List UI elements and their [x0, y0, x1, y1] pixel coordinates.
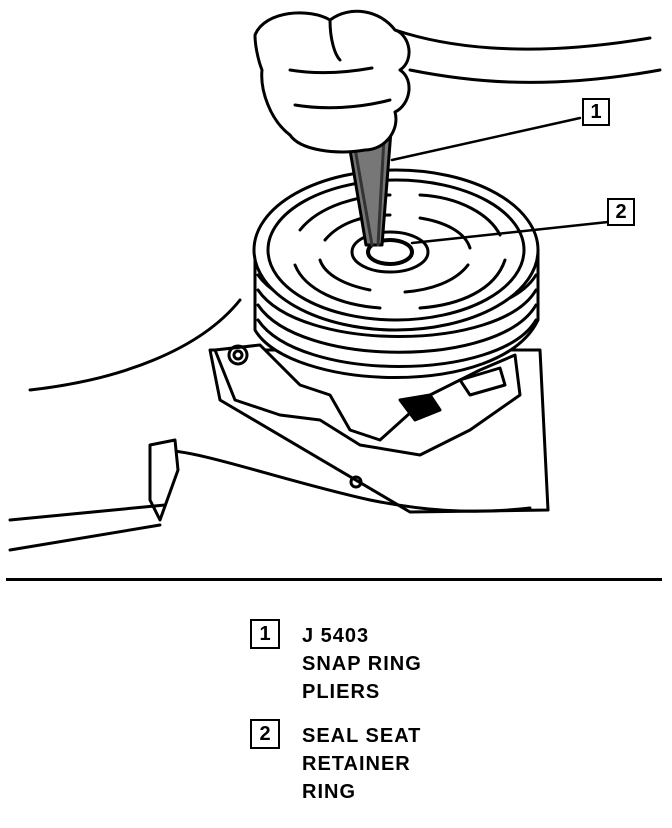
legend-1-line-2: SNAP RING [302, 653, 422, 675]
legend-1-line-3: PLIERS [302, 681, 381, 703]
legend-1-line-1: J 5403 [302, 625, 370, 647]
legend-2-line-3: RING [302, 781, 356, 803]
hub-face [252, 168, 540, 332]
center-bore [350, 230, 430, 274]
illustration [8, 9, 662, 552]
base-hole [349, 475, 363, 489]
clamp-wire [158, 448, 532, 513]
callout-2-box: 2 [607, 198, 635, 226]
callout-2-number: 2 [615, 201, 627, 223]
fixture-bracket [213, 343, 522, 457]
hand [253, 9, 411, 154]
legend-2-number: 2 [250, 719, 280, 749]
legend-1-number: 1 [250, 619, 280, 649]
bench-line [28, 298, 242, 392]
divider [6, 578, 662, 581]
callout-1-box: 1 [582, 98, 610, 126]
retainer-ring [366, 238, 414, 266]
legend-2-line-2: RETAINER [302, 753, 411, 775]
callout-2-leader [410, 220, 610, 245]
callout-1-number: 1 [590, 101, 602, 123]
legend-item-2: 2 SEAL SEAT RETAINER RING [250, 719, 422, 806]
fixture-hole-left [227, 344, 249, 366]
legend-2-line-1: SEAL SEAT [302, 725, 422, 747]
callout-1-leader [390, 116, 582, 162]
legend-item-1: 1 J 5403 SNAP RING PLIERS [250, 619, 422, 706]
